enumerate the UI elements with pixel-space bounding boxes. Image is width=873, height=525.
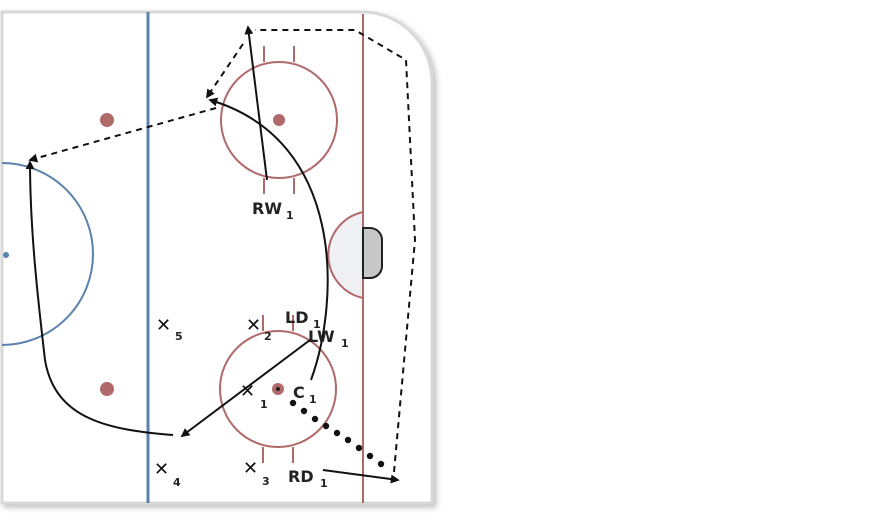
goal-crease bbox=[327, 210, 364, 300]
skate-path-to-slot bbox=[180, 339, 311, 438]
player-labels: RW 1 LD 1 LW 1 C 1 RD 1 bbox=[252, 199, 349, 490]
pass-path-boards bbox=[255, 29, 417, 473]
player-lw-label: LW bbox=[308, 327, 335, 346]
rink-surface bbox=[0, 10, 434, 505]
puck-dotted-path bbox=[289, 399, 385, 468]
opponent-marks: ✕ 5 ✕ 2 ✕ 1 ✕ 4 ✕ 3 bbox=[154, 315, 272, 489]
goal-net bbox=[362, 227, 383, 279]
skate-path-rw bbox=[244, 25, 268, 181]
player-ld-sub: 1 bbox=[313, 318, 321, 331]
neutral-zone-faceoff-dot-top bbox=[100, 113, 114, 127]
opponent-x3-mark: ✕ bbox=[243, 458, 258, 479]
opponent-x5-sub: 5 bbox=[175, 330, 183, 343]
skate-path-defense bbox=[25, 160, 174, 436]
neutral-zone-faceoff-dot-bottom bbox=[100, 382, 114, 396]
opponent-x2-sub: 2 bbox=[264, 330, 272, 343]
opponent-x3-sub: 3 bbox=[262, 475, 270, 488]
opponent-x2-mark: ✕ bbox=[246, 315, 261, 336]
player-rd-sub: 1 bbox=[320, 477, 328, 490]
player-rd-label: RD bbox=[288, 467, 314, 486]
player-c-sub: 1 bbox=[309, 393, 317, 406]
skate-path-lw bbox=[208, 97, 329, 381]
faceoff-circle-bottom bbox=[219, 315, 337, 463]
player-rw-label: RW bbox=[252, 199, 282, 218]
opponent-x1-mark: ✕ bbox=[240, 381, 255, 402]
movement-paths bbox=[25, 25, 417, 484]
player-rw-sub: 1 bbox=[286, 209, 294, 222]
opponent-x1-sub: 1 bbox=[260, 398, 268, 411]
opponent-x5-mark: ✕ bbox=[156, 315, 171, 336]
opponent-x4-mark: ✕ bbox=[154, 459, 169, 480]
neutral-zone-dot bbox=[3, 252, 9, 258]
skate-path-rd bbox=[322, 469, 400, 484]
opponent-x4-sub: 4 bbox=[173, 476, 181, 489]
player-ld-label: LD bbox=[285, 308, 308, 327]
player-c-label: C bbox=[293, 383, 305, 402]
player-lw-sub: 1 bbox=[341, 337, 349, 350]
faceoff-circle-top bbox=[220, 46, 338, 194]
